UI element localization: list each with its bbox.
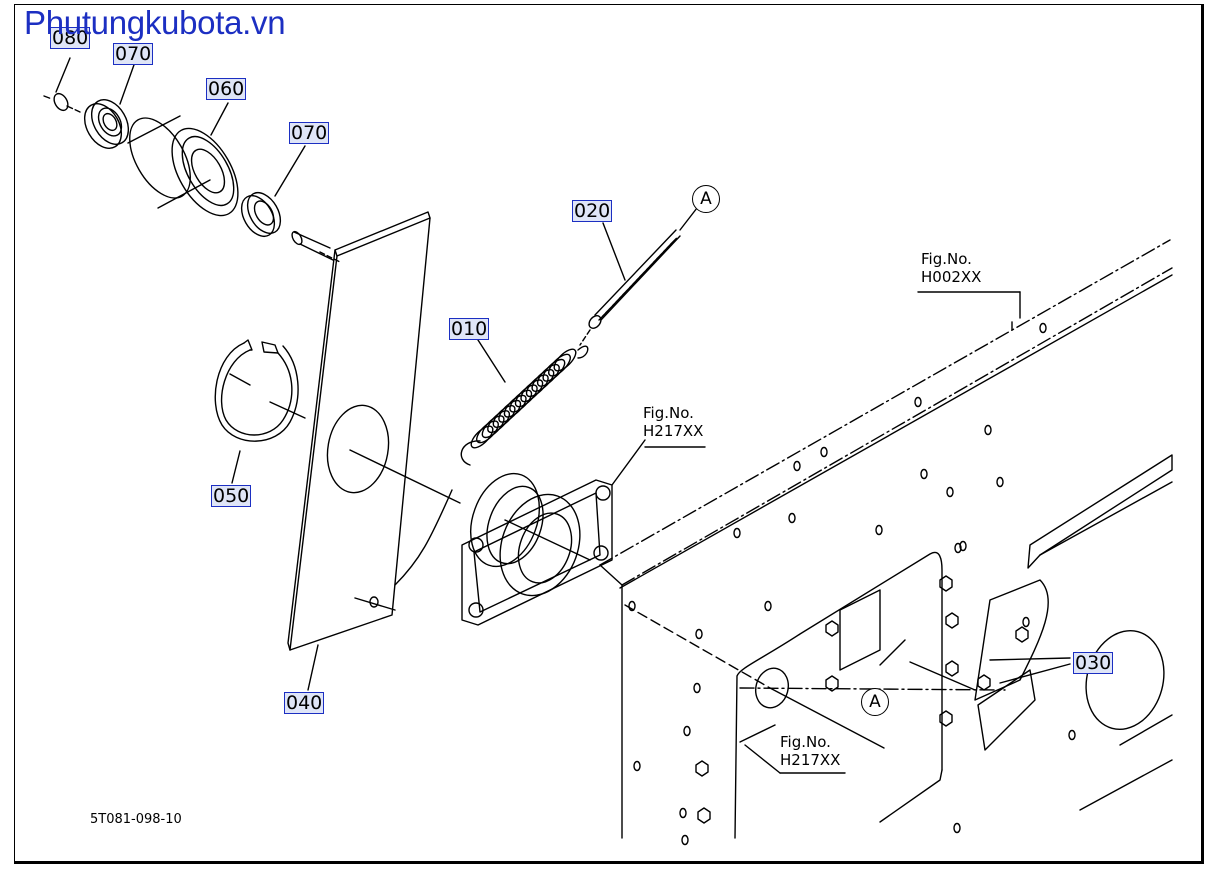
spring-coil [470, 425, 494, 449]
hex-nut [945, 612, 959, 629]
mounting-hole [1068, 729, 1076, 741]
hex-nut [1015, 626, 1029, 643]
mounting-hole [959, 540, 967, 552]
drawing-frame [14, 4, 1204, 864]
hex-nut [939, 575, 953, 592]
part-tag-070-left[interactable]: 070 [113, 43, 154, 65]
part-tag-080[interactable]: 080 [50, 27, 91, 49]
part-tag-070-right[interactable]: 070 [289, 122, 330, 144]
spring-coil [476, 420, 499, 444]
mounting-hole [914, 396, 922, 408]
spring-coil [548, 353, 571, 377]
spring-coil [492, 405, 516, 428]
spring-coil [553, 348, 577, 372]
hex-nut [939, 710, 953, 727]
mounting-hole [1022, 616, 1030, 628]
part-tag-060[interactable]: 060 [206, 78, 247, 100]
mounting-hole [764, 600, 772, 612]
figure-ref-number: H217XX [780, 751, 841, 769]
part-tag-020[interactable]: 020 [572, 200, 613, 222]
mounting-hole [683, 725, 691, 737]
figure-ref-h217-frame[interactable]: Fig.No. H217XX [780, 733, 840, 769]
hex-nut [945, 660, 959, 677]
mounting-hole [679, 807, 687, 819]
mounting-hole [628, 600, 636, 612]
adjust-bolt-020 [579, 207, 698, 346]
mounting-hole [681, 834, 689, 846]
part-tag-050[interactable]: 050 [211, 485, 252, 507]
mounting-hole [693, 682, 701, 694]
spring-coil [487, 410, 511, 434]
mounting-hole [875, 524, 883, 536]
mounting-hole [996, 476, 1004, 488]
figure-ref-title: Fig.No. [643, 404, 694, 422]
mounting-hole [953, 822, 961, 834]
part-tag-010[interactable]: 010 [449, 318, 490, 340]
bearing-housing [394, 439, 646, 626]
spring-coil [481, 415, 505, 439]
mounting-hole [1039, 322, 1047, 334]
mounting-hole [788, 512, 796, 524]
circlip-050 [214, 339, 299, 484]
spring-coil [503, 394, 527, 418]
hex-nut [825, 675, 839, 692]
mounting-hole [733, 527, 741, 539]
hex-nut [977, 674, 991, 691]
spring-coil [498, 399, 522, 423]
leader-lines [55, 57, 1021, 774]
figure-ref-number: H217XX [643, 422, 704, 440]
watermark: Phutungkubota.vn [24, 4, 286, 41]
figure-ref-h002[interactable]: Fig.No. H002XX [921, 250, 981, 286]
spring-coil [509, 389, 533, 413]
hex-nut [697, 807, 711, 824]
callout-a-bottom: A [861, 688, 889, 716]
figure-ref-number: H002XX [921, 268, 982, 286]
mounting-hole [984, 424, 992, 436]
spring-010 [460, 339, 589, 466]
part-tag-030[interactable]: 030 [1073, 652, 1114, 674]
spring-coil [520, 379, 544, 403]
pulley-060 [127, 102, 239, 217]
tension-plate-040 [269, 211, 461, 691]
spring-coil [542, 358, 566, 382]
spring-coil [514, 384, 538, 408]
figure-ref-h217-housing[interactable]: Fig.No. H217XX [643, 404, 703, 440]
mounting-hole [954, 542, 962, 554]
mounting-hole [820, 446, 828, 458]
figure-ref-title: Fig.No. [921, 250, 972, 268]
mounting-hole [920, 468, 928, 480]
spring-coil [525, 374, 549, 398]
mounting-hole [793, 460, 801, 472]
mounting-hole [946, 486, 954, 498]
bearing-070-right [240, 145, 306, 237]
figure-ref-title: Fig.No. [780, 733, 831, 751]
callout-a-top: A [692, 185, 720, 213]
o-ring-080 [43, 92, 81, 113]
frame-panel [599, 239, 1173, 846]
mounting-hole [695, 628, 703, 640]
bearing-070-left [83, 61, 136, 149]
mounting-hole [633, 760, 641, 772]
part-tag-040[interactable]: 040 [284, 692, 325, 714]
spring-coil [531, 369, 555, 392]
spring-coil [536, 363, 560, 387]
hex-nut [825, 620, 839, 637]
drawing-code: 5T081-098-10 [90, 812, 182, 827]
hex-nut [695, 760, 709, 777]
